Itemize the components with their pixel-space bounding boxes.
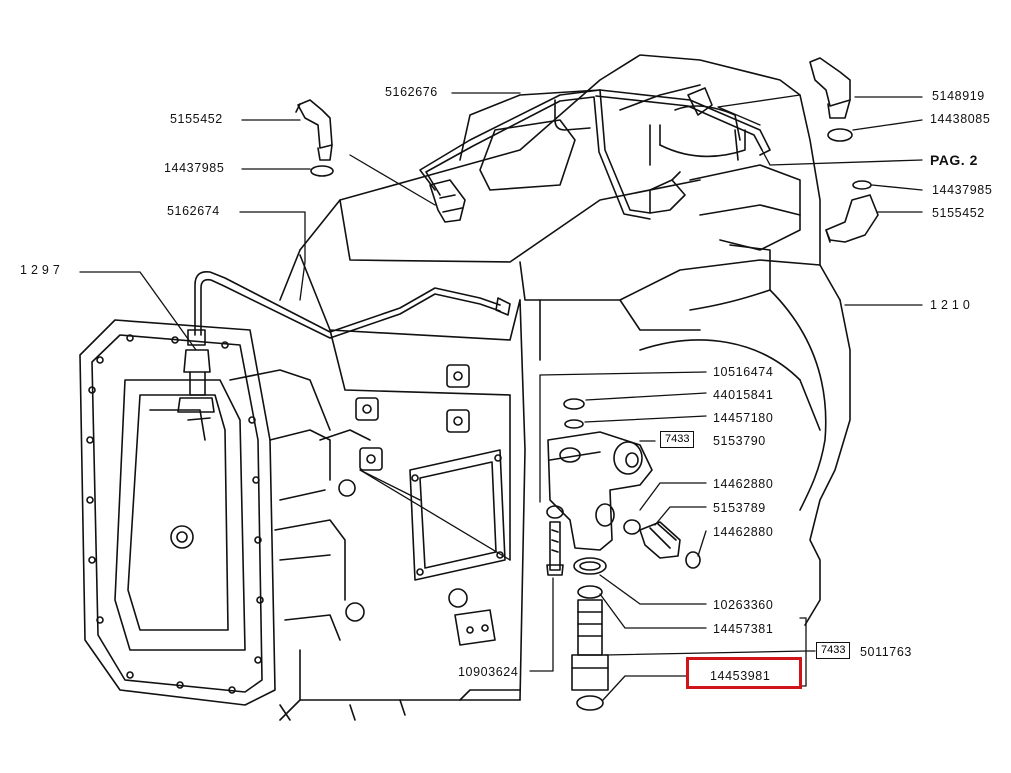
front-cover-flange [79, 319, 331, 706]
label-5153790: 5153790 [713, 434, 766, 448]
transmission-housing [279, 54, 851, 721]
label-14438085: 14438085 [930, 112, 991, 126]
highlight-box-14453981 [686, 657, 802, 689]
label-5011763: 5011763 [860, 645, 912, 659]
label-44015841: 44015841 [713, 388, 774, 402]
mounting-bosses [355, 364, 470, 471]
washer-14437985-left [310, 165, 334, 177]
top-right-fittings [649, 87, 746, 214]
oring-14457381 [577, 585, 603, 599]
washer-14438085 [827, 128, 853, 142]
label-5162676: 5162676 [385, 85, 438, 99]
label-10903624: 10903624 [458, 665, 519, 679]
label-14437985-right: 14437985 [932, 183, 993, 197]
pipe-5162674 [194, 270, 511, 339]
label-5162674: 5162674 [167, 204, 220, 218]
label-1210: 1210 [930, 298, 974, 312]
oring-14462880-upper [623, 519, 641, 535]
ref-box-7433-lower: 7433 [816, 642, 851, 659]
label-14453981: 14453981 [710, 669, 771, 683]
inspection-cover [409, 449, 506, 581]
label-5155452-left: 5155452 [170, 112, 223, 126]
spool-5153789 [639, 521, 681, 559]
label-14462880-upper: 14462880 [713, 477, 774, 491]
elbow-5155452-right [825, 180, 879, 243]
housing-ribs [274, 429, 496, 701]
oring-14462880-lower [685, 551, 701, 569]
label-10263360: 10263360 [713, 598, 774, 612]
label-5148919: 5148919 [932, 89, 985, 103]
elbow-5155452-left [295, 99, 333, 161]
bolt-10903624 [546, 521, 564, 576]
label-14462880-lower: 14462880 [713, 525, 774, 539]
label-pag-2: PAG. 2 [930, 152, 978, 168]
label-5155452-right: 5155452 [932, 206, 985, 220]
banjo-bolt-1297 [177, 329, 215, 421]
label-10516474: 10516474 [713, 365, 774, 379]
elbow-fitting-center [429, 179, 466, 223]
label-14457180: 14457180 [713, 411, 774, 425]
valve-insert-5011763 [571, 599, 609, 691]
washer-10516474 [546, 505, 564, 519]
seal-10263360 [573, 557, 607, 575]
label-1297: 1297 [20, 263, 64, 277]
washer-14453981 [576, 695, 604, 711]
label-14457381: 14457381 [713, 622, 774, 636]
elbow-5148919 [809, 57, 851, 119]
pipe-5162676 [419, 89, 771, 220]
ref-box-7433-upper: 7433 [660, 431, 695, 448]
label-5153789: 5153789 [713, 501, 766, 515]
leader-lines [79, 92, 923, 701]
label-14437985-left: 14437985 [164, 161, 225, 175]
valve-body-5153790 [547, 398, 653, 551]
